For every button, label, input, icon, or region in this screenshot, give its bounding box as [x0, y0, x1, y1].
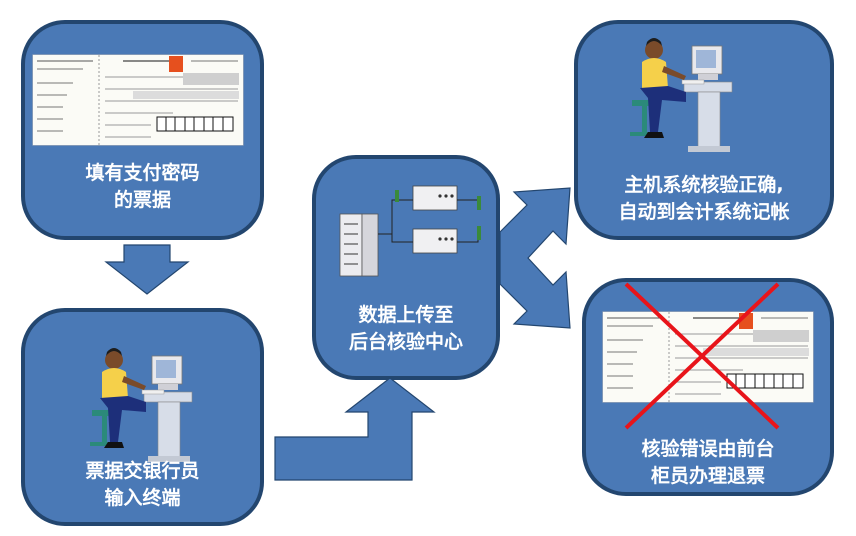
arrow-down	[104, 244, 190, 295]
cheque-image	[32, 54, 244, 146]
step-label-fill-password: 填有支付密码 的票据	[85, 162, 200, 211]
operator-at-computer	[629, 37, 733, 153]
arrow-split	[499, 187, 571, 329]
step-label-teller-input: 票据交银行员 输入终端	[85, 460, 200, 509]
step-label-success: 主机系统核验正确, 自动到会计系统记帐	[618, 174, 790, 223]
server-network	[339, 185, 481, 277]
rejected-cheque	[602, 282, 814, 430]
step-label-upload-backend: 数据上传至 后台核验中心	[348, 304, 463, 353]
arrow-right-up	[274, 377, 436, 481]
teller-at-computer	[89, 347, 193, 463]
step-box-teller-input	[21, 308, 264, 526]
step-label-failure: 核验错误由前台 柜员办理退票	[641, 438, 775, 487]
